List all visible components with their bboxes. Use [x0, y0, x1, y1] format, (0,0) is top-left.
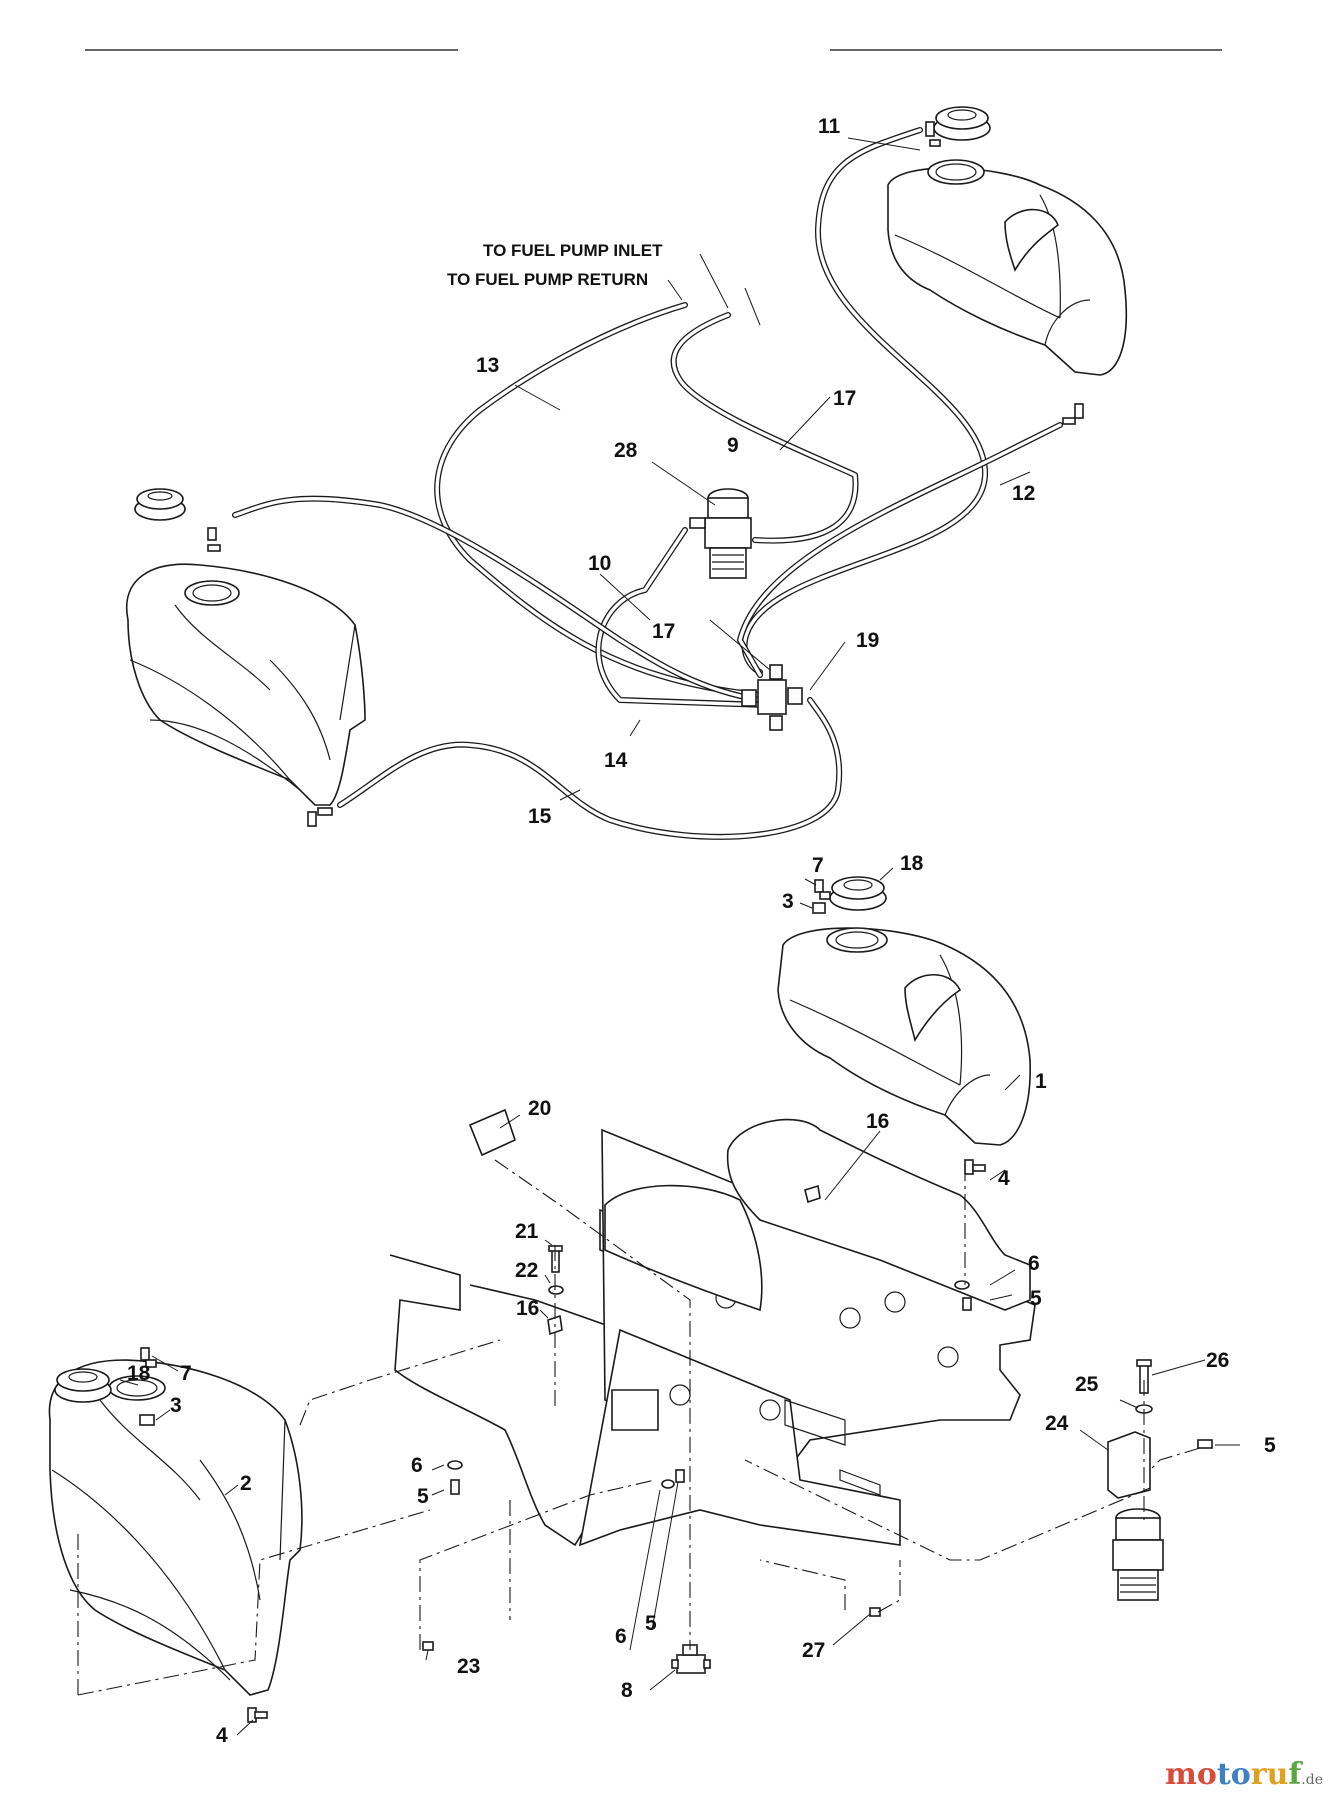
- callout-8: 8: [621, 1679, 633, 1702]
- vent-fitting-right: [812, 879, 831, 914]
- watermark-part-1: mo: [1165, 1757, 1217, 1792]
- callout-21: 21: [515, 1220, 539, 1243]
- callout-17-upper: 17: [833, 387, 856, 410]
- note-to-fuel-pump-return: TO FUEL PUMP RETURN: [447, 270, 648, 289]
- washer-6a: [447, 1460, 463, 1470]
- pump-inlet-leader: [699, 253, 729, 309]
- fuel-filter-lower: [1112, 1508, 1164, 1601]
- screw-5b: [675, 1469, 685, 1483]
- upper-right-fuel-tank: [887, 159, 1128, 376]
- upper-left-drain-elbow: [307, 807, 333, 827]
- screw-5c: [962, 1297, 972, 1311]
- upper-left-fuel-cap: [134, 488, 186, 521]
- callout-15: 15: [528, 805, 552, 828]
- callout-labels: 11 13 17 9 28 12 10 17 19 14 15 7 18 3 1…: [127, 115, 1276, 1747]
- callout-16-upper: 16: [866, 1110, 889, 1133]
- upper-right-drain-elbow: [1062, 403, 1084, 425]
- shutoff-valve: [671, 1644, 711, 1674]
- washer-6c: [954, 1280, 970, 1290]
- upper-right-vent-fitting: [925, 121, 941, 147]
- callout-3-right: 3: [782, 890, 794, 913]
- callout-11: 11: [818, 115, 841, 138]
- watermark-part-2: to: [1216, 1757, 1251, 1792]
- callout-18-left: 18: [127, 1362, 151, 1385]
- callout-14: 14: [604, 749, 628, 772]
- upper-left-vent-fitting: [207, 527, 221, 552]
- watermark-suffix: .de: [1301, 1772, 1323, 1788]
- callout-27: 27: [802, 1639, 825, 1662]
- callout-20: 20: [528, 1097, 551, 1120]
- callout-13: 13: [476, 354, 499, 377]
- drain-elbow-right: [964, 1159, 986, 1175]
- fuel-cap-left: [54, 1368, 112, 1403]
- watermark-part-3: ru: [1250, 1757, 1289, 1792]
- callout-5-filter: 5: [1264, 1434, 1276, 1457]
- fuel-cap-right: [829, 876, 887, 911]
- callout-4-right: 4: [998, 1167, 1010, 1190]
- callout-18-right: 18: [900, 852, 924, 875]
- callout-10: 10: [588, 552, 611, 575]
- fuel-hoses: [232, 127, 1063, 840]
- callout-9: 9: [727, 434, 739, 457]
- watermark-logo: motoruf.de: [1165, 1757, 1323, 1792]
- fuel-tank-right: [777, 927, 1031, 1146]
- vent-fitting-left: [139, 1347, 157, 1426]
- callout-23: 23: [457, 1655, 480, 1678]
- leader-lines: [119, 137, 1240, 1736]
- callout-28: 28: [614, 439, 638, 462]
- callout-7-right: 7: [812, 854, 824, 877]
- assembly-lines: [77, 1159, 1201, 1696]
- nut-23: [422, 1641, 434, 1651]
- callout-24: 24: [1045, 1412, 1069, 1435]
- callout-16-lower: 16: [516, 1297, 539, 1320]
- drain-elbow-left: [247, 1707, 268, 1723]
- filter-screw-right: [1197, 1439, 1213, 1449]
- hose-clip-upper: [804, 1184, 821, 1204]
- callout-25: 25: [1075, 1373, 1099, 1396]
- upper-right-fuel-cap: [933, 106, 991, 141]
- callout-5-center: 5: [645, 1612, 657, 1635]
- pump-return-leader: [667, 279, 683, 301]
- callout-1: 1: [1035, 1070, 1047, 1093]
- callout-6-left: 6: [411, 1454, 423, 1477]
- callout-22: 22: [515, 1259, 538, 1282]
- callout-12: 12: [1012, 482, 1035, 505]
- callout-19: 19: [856, 629, 879, 652]
- callout-6-center: 6: [615, 1625, 627, 1648]
- fuel-tank-left: [48, 1359, 303, 1696]
- callout-5-right: 5: [1030, 1287, 1042, 1310]
- callout-2: 2: [240, 1472, 252, 1495]
- callout-3-left: 3: [170, 1394, 182, 1417]
- upper-left-fuel-tank: [125, 563, 366, 806]
- fuel-tee-manifold: [741, 664, 803, 731]
- filter-mount-bracket: [1107, 1431, 1151, 1499]
- callout-4-left: 4: [216, 1724, 228, 1747]
- washer-22: [548, 1285, 564, 1295]
- screw-5a: [450, 1479, 460, 1495]
- watermark-part-4: f: [1288, 1757, 1302, 1792]
- callout-7-left: 7: [180, 1362, 192, 1385]
- note-to-fuel-pump-inlet: TO FUEL PUMP INLET: [483, 241, 663, 260]
- callout-26: 26: [1206, 1349, 1229, 1372]
- washer-6b: [661, 1479, 675, 1489]
- callout-17-lower: 17: [652, 620, 675, 643]
- label-plate: [468, 1108, 516, 1157]
- callout-6-right: 6: [1028, 1252, 1040, 1275]
- fuel-filter: [689, 488, 752, 579]
- callout-5-left: 5: [417, 1485, 429, 1508]
- nut-27: [869, 1607, 881, 1617]
- chassis-frame: [389, 1118, 1036, 1547]
